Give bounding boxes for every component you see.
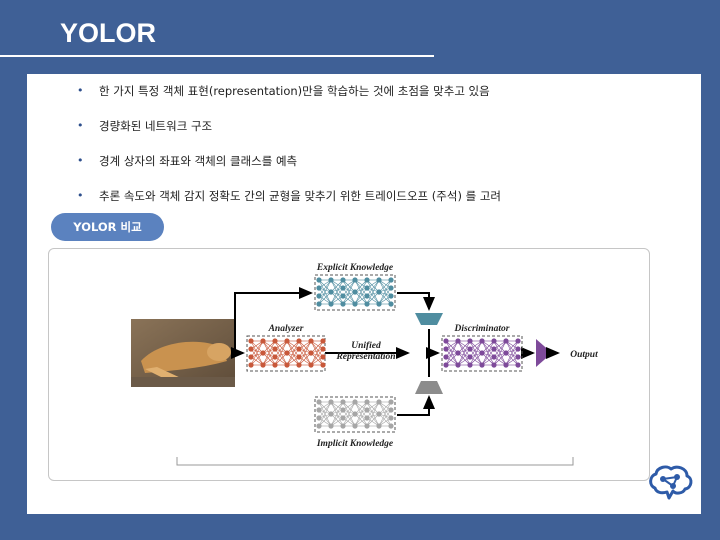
slide-title: YOLOR bbox=[60, 18, 157, 48]
output-head bbox=[536, 339, 552, 367]
implicit-knowledge-label: Implicit Knowledge bbox=[316, 439, 394, 449]
bullet-list: 한 가지 특정 객체 표현(representation)만을 학습하는 것에 … bbox=[77, 84, 501, 224]
bottom-bracket bbox=[176, 457, 574, 466]
brain-network-icon bbox=[649, 465, 693, 500]
output-label: Output bbox=[570, 350, 598, 360]
flow-arrow bbox=[397, 395, 435, 416]
explicit-network-icon bbox=[316, 277, 394, 307]
analyzer-network-icon bbox=[248, 338, 326, 368]
title-underline bbox=[0, 55, 434, 57]
sleeping-dog-photo bbox=[131, 319, 235, 387]
explicit-merge-funnel bbox=[415, 313, 443, 325]
bullet-item: 경량화된 네트워크 구조 bbox=[77, 119, 501, 154]
yolor-architecture-diagram: Explicit Knowledge Analyzer Unified Repr… bbox=[131, 263, 598, 466]
content-panel: 한 가지 특정 객체 표현(representation)만을 학습하는 것에 … bbox=[27, 74, 701, 514]
bullet-item: 추론 속도와 객체 감지 정확도 간의 균형을 맞추기 위한 트레이드오프 (주… bbox=[77, 189, 501, 224]
implicit-knowledge-box bbox=[314, 396, 396, 433]
explicit-knowledge-label: Explicit Knowledge bbox=[316, 263, 394, 273]
discriminator-network-icon bbox=[443, 338, 521, 368]
explicit-knowledge-box bbox=[314, 274, 396, 311]
bullet-item: 경계 상자의 좌표와 객체의 클래스를 예측 bbox=[77, 154, 501, 189]
analyzer-box bbox=[246, 335, 326, 372]
representation-label: Representation bbox=[335, 352, 395, 362]
flow-arrow bbox=[234, 287, 313, 353]
figure-frame: Explicit Knowledge Analyzer Unified Repr… bbox=[48, 248, 650, 481]
yolor-compare-badge: YOLOR 비교 bbox=[51, 213, 164, 241]
analyzer-label: Analyzer bbox=[268, 324, 304, 334]
implicit-network-icon bbox=[316, 399, 394, 429]
implicit-merge-funnel bbox=[415, 381, 443, 394]
discriminator-box bbox=[441, 335, 523, 372]
discriminator-label: Discriminator bbox=[454, 324, 510, 334]
flow-arrow bbox=[397, 292, 435, 311]
bullet-item: 한 가지 특정 객체 표현(representation)만을 학습하는 것에 … bbox=[77, 84, 501, 119]
unified-label: Unified bbox=[351, 341, 381, 351]
